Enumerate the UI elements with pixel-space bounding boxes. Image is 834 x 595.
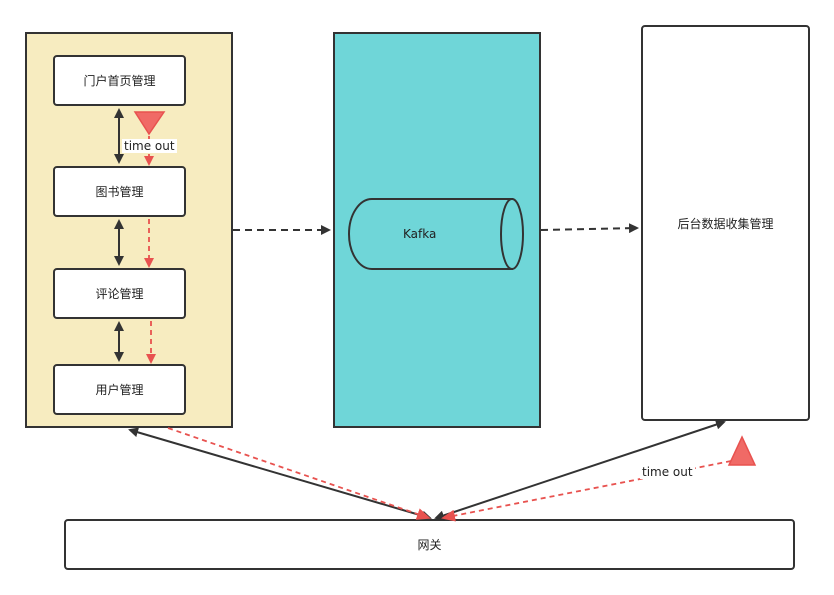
timeout-source-triangle: [133, 111, 166, 136]
gateway-box: 网关: [64, 519, 795, 570]
timeout-label-bottom: time out: [640, 465, 695, 479]
comments-service-label: 评论管理: [95, 287, 144, 301]
collector-label: 后台数据收集管理: [677, 216, 774, 231]
gateway-label: 网关: [417, 538, 442, 552]
portal-service-box: 门户首页管理: [53, 55, 186, 106]
gateway-services-link: [128, 427, 432, 521]
comments-service-box: 评论管理: [53, 268, 186, 319]
timeout-source-triangle-right: [727, 435, 757, 466]
timeout-label-top: time out: [122, 139, 177, 153]
books-service-box: 图书管理: [53, 166, 186, 217]
users-service-label: 用户管理: [95, 383, 144, 397]
users-service-box: 用户管理: [53, 364, 186, 415]
kafka-cylinder: [348, 198, 524, 270]
kafka-to-collector-arrow: [540, 223, 639, 234]
gateway-collector-link: [434, 419, 726, 521]
books-service-label: 图书管理: [95, 185, 144, 199]
kafka-label: Kafka: [403, 227, 437, 241]
portal-service-label: 门户首页管理: [83, 74, 156, 88]
timeout-arrow-services-gateway: [167, 427, 431, 520]
